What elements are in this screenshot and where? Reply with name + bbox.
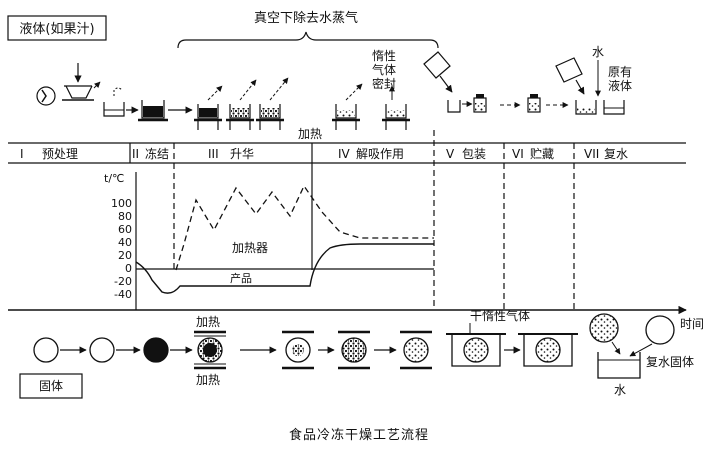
stage-6-name: 贮藏: [530, 146, 554, 161]
stage-7-roman: VII: [584, 147, 599, 161]
heater-curve: [175, 184, 434, 271]
svg-text:原有: 原有: [608, 65, 632, 79]
liquid-label: 液体(如果汁): [19, 21, 94, 37]
svg-text:气体: 气体: [372, 62, 396, 77]
time-label: 时间: [680, 317, 704, 331]
stage-3-name: 升华: [230, 147, 254, 161]
storage-bottle: [527, 94, 541, 113]
solid-sublimation: 加热 加热: [194, 315, 226, 387]
solid-process-row: [33, 337, 193, 363]
tray-sublimation-1: [194, 85, 223, 130]
solid-desorb-1: [282, 330, 314, 370]
stage-2-roman: II: [132, 147, 139, 161]
heating-upper-label: 加热: [196, 315, 220, 329]
dry-inert-gas-label: 干惰性气体: [470, 308, 530, 323]
rehydration-solid: 复水固体 水: [589, 313, 694, 397]
figure-title: 食品冷冻干燥工艺流程: [288, 428, 429, 443]
y-tick: 0: [125, 262, 132, 275]
water-top-label: 水: [592, 45, 604, 59]
svg-text:液体: 液体: [608, 78, 632, 93]
pretreatment-apparatus: [36, 63, 101, 106]
stage-3-roman: III: [208, 147, 219, 161]
rehydration-trays: 原有 液体: [575, 65, 632, 115]
package-container-1: [446, 333, 506, 367]
vacuum-label: 真空下除去水蒸气: [254, 10, 358, 26]
tray-liquid: [103, 87, 125, 117]
solid-label-box: 固体: [19, 373, 83, 399]
stage-5-name: 包装: [462, 147, 486, 161]
tray-frozen: [138, 100, 168, 122]
rehydrated-solid-label: 复水固体: [646, 355, 694, 369]
tray-sublimation-3: [256, 77, 289, 130]
product-curve: [135, 243, 434, 294]
time-axis: 时间: [8, 305, 704, 331]
y-tick: 60: [118, 223, 132, 236]
solid-label: 固体: [39, 379, 63, 393]
stage-4-roman: IV: [338, 147, 351, 161]
stage-separators: [129, 130, 575, 310]
rehydration-water-jar: 水: [555, 45, 604, 97]
stage-1-roman: I: [20, 147, 24, 161]
svg-text:密封: 密封: [372, 76, 396, 91]
y-tick: 40: [118, 236, 132, 249]
stage-5-roman: V: [446, 147, 455, 161]
temperature-axis: t/℃ 100 80 60 40 20 0 -20 -40: [104, 172, 137, 310]
stage-4-name: 解吸作用: [356, 147, 404, 161]
y-tick: 80: [118, 210, 132, 223]
package-container-2: [518, 333, 578, 367]
y-axis-label: t/℃: [104, 172, 124, 185]
tray-sublimation-2: [226, 79, 257, 130]
water-bottom-label: 水: [614, 383, 626, 397]
solid-desorb-2: [338, 330, 370, 370]
solid-desorb-3: [400, 330, 432, 370]
y-tick: 100: [111, 197, 132, 210]
packaging-bottles: [447, 94, 487, 113]
tray-desorption-2: [382, 85, 410, 130]
stage-7-name: 复水: [604, 147, 628, 161]
stage-header: I 预处理 II 冻结 III 升华 IV 解吸作用 V 包装 VI 贮藏 VI…: [8, 127, 686, 164]
stage-1-name: 预处理: [42, 147, 78, 161]
dry-inert-gas: 干惰性气体: [469, 308, 530, 334]
stage-2-name: 冻结: [145, 146, 169, 161]
y-tick: -40: [114, 288, 132, 301]
y-tick: -20: [114, 275, 132, 288]
product-label: 产品: [230, 271, 252, 285]
stage-6-roman: VI: [512, 147, 524, 161]
packaging-container: [423, 51, 453, 93]
inert-gas-seal-label: 惰性 气体 密封: [372, 49, 396, 91]
heating-lower-label: 加热: [196, 373, 220, 387]
liquid-label-box: 液体(如果汁): [7, 15, 107, 41]
tray-desorption-1: [332, 83, 363, 130]
y-tick: 20: [118, 249, 132, 262]
svg-text:惰性: 惰性: [372, 49, 396, 63]
heating-top-label: 加热: [298, 127, 322, 141]
heater-label: 加热器: [232, 241, 268, 255]
vacuum-brace: 真空下除去水蒸气: [177, 10, 439, 49]
